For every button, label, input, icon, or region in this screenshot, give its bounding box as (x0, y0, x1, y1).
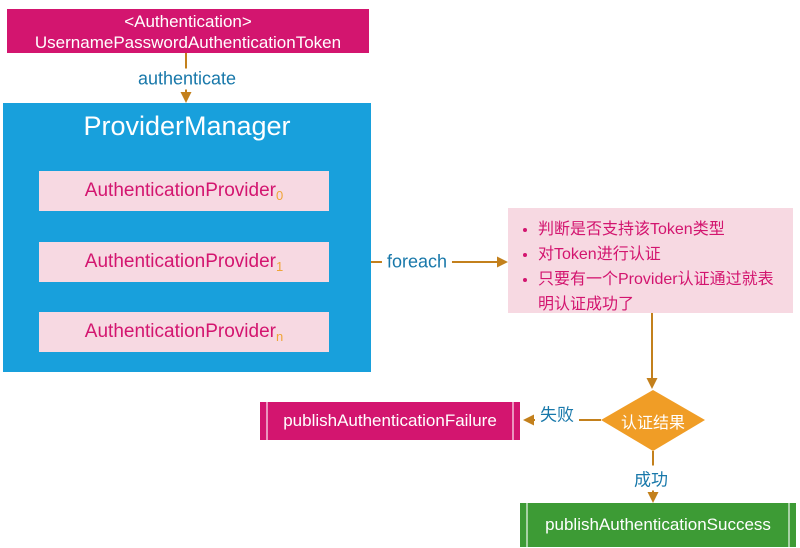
provider-n-label: AuthenticationProvider (84, 321, 276, 342)
decision-label: 认证结果 (620, 415, 686, 432)
success-label: publishAuthenticationSuccess (545, 515, 771, 534)
provider-0-label: AuthenticationProvider (84, 180, 276, 201)
success-right-bar (788, 503, 790, 547)
provider-1-label: AuthenticationProvider (84, 251, 276, 272)
token-class-label: UsernamePasswordAuthenticationToken (34, 33, 342, 52)
failure-label: publishAuthenticationFailure (283, 411, 497, 430)
authentication-provider-node-n: AuthenticationProvidern (39, 312, 329, 352)
edge-notes-to-decision-arrowhead (646, 378, 658, 389)
notes-item-2: 对Token进行认证 (538, 242, 787, 267)
edge-label-foreach: foreach (381, 251, 453, 273)
publish-success-node: publishAuthenticationSuccess (520, 503, 796, 547)
decision-diamond (601, 390, 705, 451)
authentication-provider-node-1: AuthenticationProvider1 (39, 242, 329, 282)
authentication-provider-node-0: AuthenticationProvider0 (39, 171, 329, 211)
success-left-bar (526, 503, 528, 547)
notes-item-3: 只要有一个Provider认证通过就表明认证成功了 (538, 267, 787, 317)
edge-success-arrowhead (647, 492, 659, 503)
provider-0-subscript: 0 (275, 188, 284, 203)
edge-label-authenticate: authenticate (132, 68, 242, 90)
notes-node: 判断是否支持该Token类型 对Token进行认证 只要有一个Provider认… (508, 208, 793, 313)
notes-list: 判断是否支持该Token类型 对Token进行认证 只要有一个Provider认… (508, 217, 787, 317)
edge-foreach-arrowhead (497, 256, 508, 268)
edge-label-success: 成功 (629, 465, 673, 491)
provider-1-subscript: 1 (275, 259, 284, 274)
edge-fail-arrowhead (523, 414, 534, 426)
token-stereotype-label: <Authentication> (124, 12, 252, 31)
provider-manager-node: ProviderManager AuthenticationProvider0 … (3, 103, 371, 372)
failure-right-bar (512, 402, 514, 440)
publish-failure-node: publishAuthenticationFailure (260, 402, 520, 440)
provider-n-subscript: n (275, 329, 284, 344)
edge-authenticate-arrowhead (180, 92, 192, 103)
edge-label-fail: 失败 (535, 400, 579, 426)
failure-left-bar (266, 402, 268, 440)
notes-item-1: 判断是否支持该Token类型 (538, 217, 787, 242)
authentication-token-node: <Authentication> UsernamePasswordAuthent… (7, 9, 369, 53)
provider-manager-title: ProviderManager (83, 111, 291, 141)
